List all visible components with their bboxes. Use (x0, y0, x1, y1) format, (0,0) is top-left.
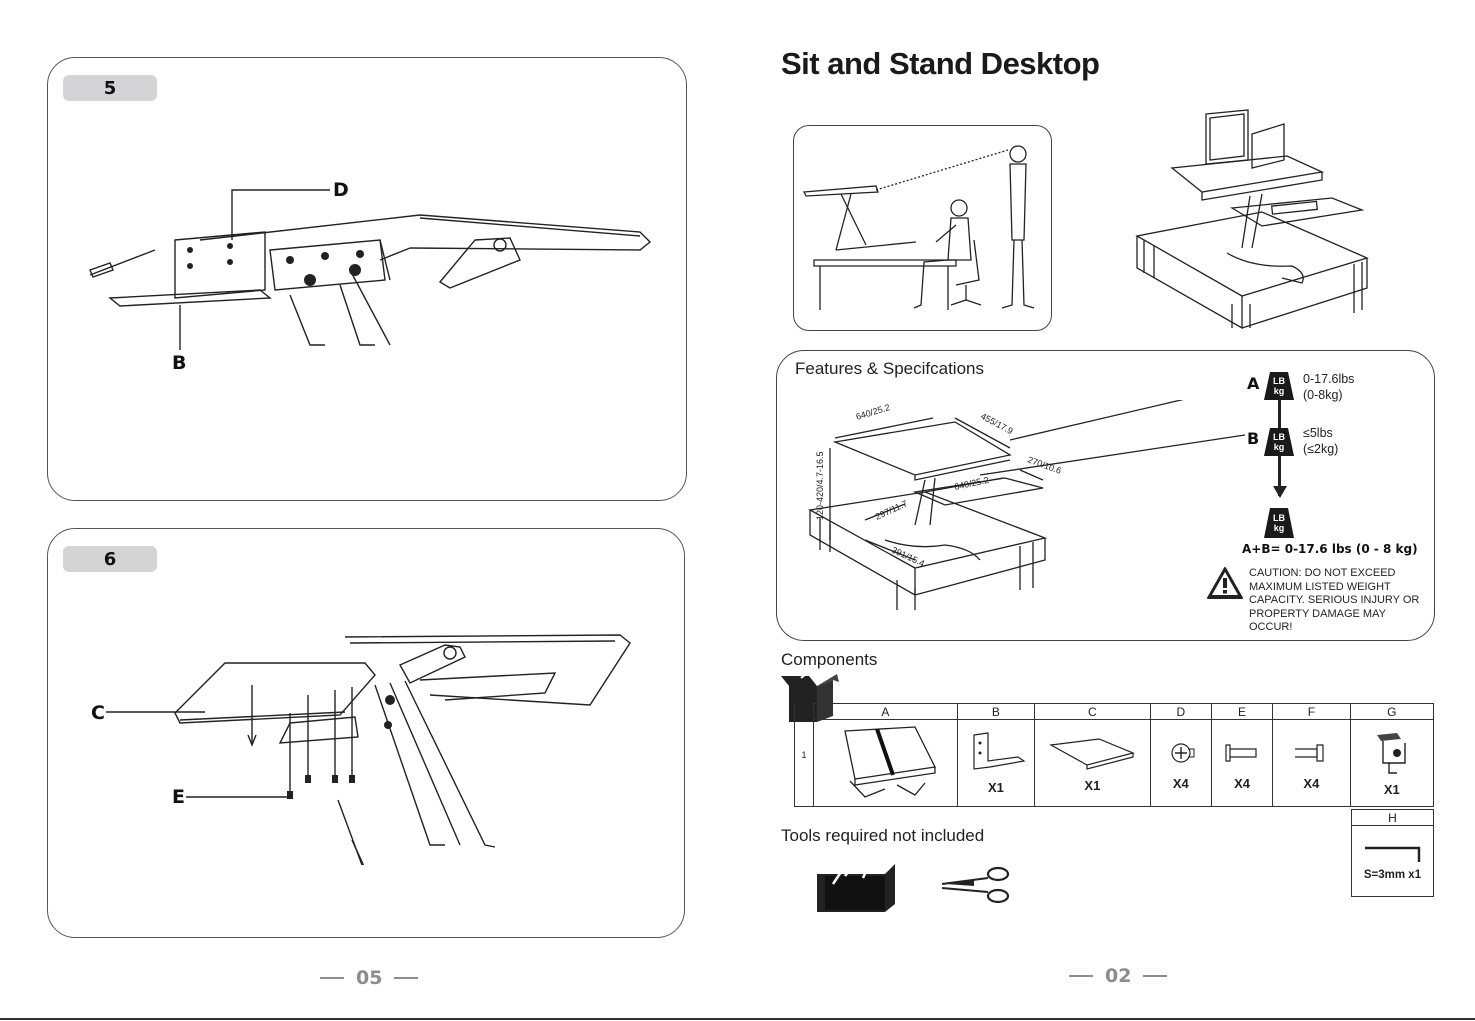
weight-arrow-head (1273, 486, 1287, 498)
caution-text: CAUTION: DO NOT EXCEED MAXIMUM LISTED WE… (1249, 567, 1420, 633)
step-6-leaders (106, 711, 290, 798)
left-page-number: 05 (320, 967, 419, 989)
comp-letter-e: E (1210, 702, 1274, 721)
dim-top-width: 640/25.2 (855, 402, 891, 422)
weight-icon-total-top: LB (1273, 513, 1285, 523)
weight-label-b: B (1247, 429, 1260, 448)
dim-base-depth: 297/11.7 (874, 498, 909, 522)
weight-b-line2: (≤2kg) (1303, 442, 1339, 456)
comp-letter-d: D (1149, 702, 1212, 721)
comp-qty-c: X1 (1084, 778, 1101, 794)
weight-total: A+B= 0-17.6 lbs (0 - 8 kg) (1242, 542, 1418, 556)
ergonomic-illustration (802, 145, 1035, 310)
screw-f-icon (1295, 744, 1324, 762)
comp-cell-a (813, 719, 958, 807)
weight-b-line1: ≤5lbs (1303, 426, 1333, 440)
weight-icon-total-bottom: kg (1273, 523, 1285, 533)
desk-setup-illustration (1135, 109, 1369, 330)
screw-d-icon (1171, 743, 1195, 763)
callout-c: C (91, 702, 105, 724)
weight-icon-total: LB kg (1264, 508, 1294, 538)
dim-tray-depth: 270/10.6 (1026, 454, 1062, 475)
weight-a-line2: (0-8kg) (1303, 388, 1343, 402)
comp-letter-b: B (956, 702, 1036, 721)
callout-b: B (172, 352, 187, 374)
tray-plate-icon (1049, 738, 1136, 770)
comp-letter-a: A (813, 702, 958, 721)
comp-qty-b: X1 (987, 780, 1004, 796)
page-title: Sit and Stand Desktop (781, 46, 1100, 81)
step-5-panel (47, 57, 687, 501)
scissors-icon (941, 866, 1010, 904)
ergonomic-illustration-box (793, 125, 1052, 331)
right-page-number: 02 (1069, 965, 1168, 987)
weight-icon-b-top: LB (1273, 432, 1285, 442)
features-panel (776, 350, 1435, 641)
components-heading: Components (781, 650, 878, 669)
step-5-illustration (89, 189, 652, 350)
features-heading: Features & Specifcations (795, 359, 984, 378)
desktop-part-icon (844, 725, 937, 798)
tool-h-qty: S=3mm x1 (1363, 868, 1422, 881)
screw-e-icon (1225, 744, 1257, 762)
tool-h-table: H S=3mm x1 (1351, 809, 1434, 897)
weight-icon-a-top: LB (1273, 376, 1285, 386)
allen-key-icon (1364, 846, 1420, 862)
right-page-number-text: 02 (1105, 965, 1132, 987)
comp-cell-b: X1 (956, 719, 1036, 807)
tool-h-letter: H (1351, 809, 1434, 826)
bottom-rule (0, 1018, 1475, 1020)
dim-height-range: 120-420/4.7-16.5 (815, 451, 825, 520)
step-6-panel (47, 528, 685, 938)
comp-letter-c: C (1034, 702, 1151, 721)
comp-qty-g: X1 (1383, 782, 1400, 798)
comp-qty-f: X4 (1303, 776, 1320, 792)
weight-a-line1: 0-17.6lbs (1303, 372, 1355, 386)
caution-icon (1207, 567, 1243, 599)
toolbox-icon (817, 857, 895, 912)
step-5-badge: 5 (63, 75, 157, 101)
features-diagram: 640/25.2 455/17.9 120-420/4.7-16.5 270/1… (808, 400, 1245, 610)
comp-cell-c: X1 (1034, 719, 1151, 807)
dim-tray-width: 640/25.2 (953, 475, 989, 492)
components-table: 1 A B C D E F G X1 (793, 702, 1435, 807)
weight-icon-b-bottom: kg (1273, 442, 1285, 452)
tool-h-cell: S=3mm x1 (1351, 825, 1434, 897)
step-6-badge: 6 (63, 546, 157, 572)
callout-d: D (333, 179, 349, 201)
comp-cell-d: X4 (1149, 719, 1212, 807)
weight-icon-a-bottom: kg (1273, 386, 1285, 396)
left-page-number-text: 05 (356, 967, 383, 989)
step-6-illustration (174, 634, 631, 865)
bracket-part-icon (973, 732, 1026, 770)
weight-label-a: A (1247, 374, 1260, 393)
components-row-number: 1 (793, 703, 815, 807)
comp-cell-g: X1 (1349, 719, 1435, 807)
comp-letter-f: F (1272, 702, 1351, 721)
tools-heading: Tools required not included (781, 826, 985, 845)
comp-qty-e: X4 (1234, 776, 1251, 792)
comp-cell-e: X4 (1210, 719, 1274, 807)
comp-letter-g: G (1349, 702, 1435, 721)
dim-top-depth: 455/17.9 (979, 411, 1015, 436)
callout-e: E (172, 786, 185, 808)
comp-qty-d: X4 (1172, 776, 1189, 792)
clamp-part-icon (1376, 733, 1406, 774)
comp-cell-f: X4 (1272, 719, 1351, 807)
